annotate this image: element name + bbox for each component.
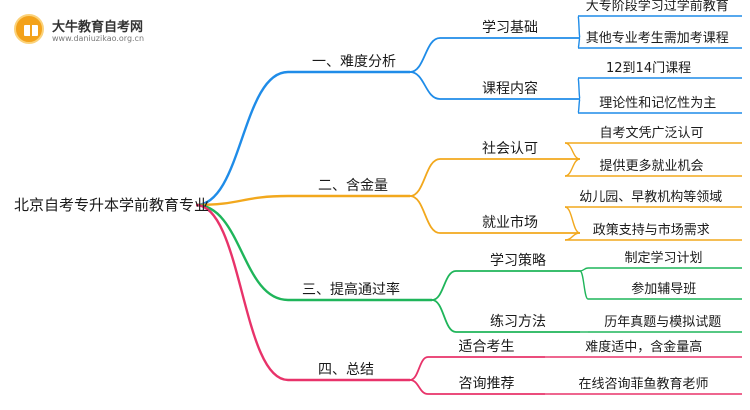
leaf-connector [564, 232, 581, 241]
leaf-topic: 制定学习计划 [625, 250, 703, 266]
leaf-connector [577, 77, 581, 100]
subtopic-connector [409, 379, 429, 395]
brand-name: 大牛教育自考网 [52, 20, 144, 35]
branch-connector [195, 194, 289, 207]
branch-topic: 二、含金量 [318, 178, 388, 194]
branch-connector [195, 70, 289, 207]
subtopic: 社会认可 [482, 141, 538, 157]
subtopic-connector [431, 270, 457, 301]
subtopic: 课程内容 [482, 80, 538, 97]
leaf-connector [564, 158, 581, 177]
leaf-topic: 自考文凭广泛认可 [600, 126, 704, 141]
leaf-topic: 在线咨询菲鱼教育老师 [579, 376, 709, 392]
subtopic-connector [409, 195, 441, 234]
leaf-topic: 幼儿园、早教机构等领域 [579, 189, 722, 205]
branch-topic: 四、总结 [318, 362, 374, 378]
branch-connector [195, 203, 289, 382]
leaf-topic: 其他专业考生需加考课程 [586, 31, 729, 46]
subtopic: 就业市场 [482, 214, 538, 231]
branch-topic: 一、难度分析 [312, 54, 396, 70]
leaf-topic: 参加辅导班 [631, 281, 696, 297]
subtopic: 练习方法 [490, 314, 546, 330]
subtopic-connector [409, 158, 441, 197]
leaf-topic: 12到14门课程 [606, 61, 691, 76]
root-topic: 北京自考专升本学前教育专业 [14, 196, 209, 214]
subtopic-connector [431, 299, 457, 333]
branch-connector [195, 203, 289, 302]
subtopic: 学习基础 [482, 19, 538, 36]
subtopic-connector [409, 37, 441, 73]
leaf-topic: 政策支持与市场需求 [593, 222, 710, 238]
subtopic: 学习策略 [490, 252, 546, 269]
leaf-connector [577, 98, 581, 114]
brand-logo: 大牛教育自考网 www.daniuzikao.org.cn [14, 14, 154, 46]
leaf-topic: 大专阶段学习过学前教育 [586, 0, 729, 14]
subtopic-connector [409, 71, 441, 100]
branch-topic: 三、提高通过率 [302, 281, 400, 298]
leaf-connector [564, 142, 581, 160]
book-badge-icon [14, 14, 44, 44]
leaf-connector [577, 15, 581, 39]
subtopic: 适合考生 [459, 339, 515, 355]
leaf-topic: 历年真题与模拟试题 [604, 315, 721, 330]
subtopic-connector [409, 356, 429, 381]
leaf-connector [564, 206, 581, 234]
leaf-connector [579, 270, 589, 300]
leaf-topic: 提供更多就业机会 [600, 158, 704, 174]
leaf-topic: 难度适中，含金量高 [585, 339, 702, 355]
leaf-connector [579, 267, 589, 272]
subtopic: 咨询推荐 [459, 376, 515, 392]
brand-url: www.daniuzikao.org.cn [52, 34, 145, 43]
leaf-topic: 理论性和记忆性为主 [599, 95, 716, 111]
leaf-connector [577, 37, 581, 49]
